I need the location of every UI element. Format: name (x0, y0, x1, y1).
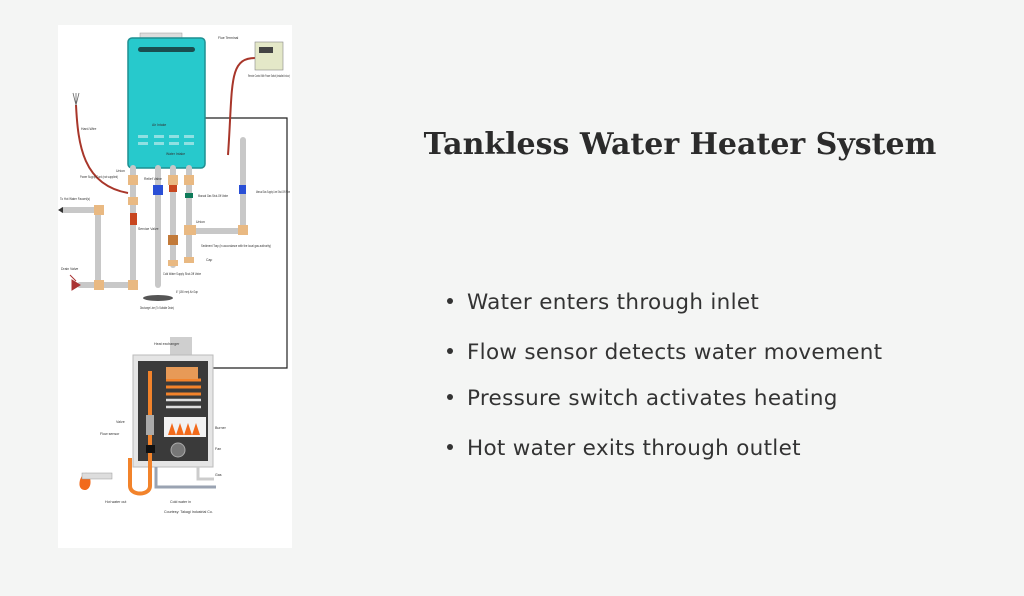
cold-supply-valve-icon (169, 185, 177, 192)
flue-vent (138, 47, 195, 52)
flame-icon (168, 423, 200, 435)
fittings (94, 175, 248, 290)
label-manual-gas: Manual Gas Shut-Off Valve (198, 194, 228, 198)
bullet-item: Flow sensor detects water movement (447, 340, 882, 365)
label-union: Union (116, 169, 125, 173)
slide-title: Tankless Water Heater System (423, 127, 937, 162)
hot-water-pipe (128, 371, 152, 496)
exhaust-flue (170, 337, 192, 357)
bullet-text: Water enters through inlet (467, 290, 760, 315)
heater-unit (127, 37, 206, 169)
label-relief: Relief Valve (144, 177, 162, 181)
service-valve-icon (130, 213, 137, 225)
drain-valve-icon (69, 274, 81, 291)
bullet-item: Water enters through inlet (447, 290, 759, 315)
label-air-intake: Air Intake (152, 123, 166, 127)
label-to-hot: To Hot Water Faucet(s) (60, 197, 90, 201)
label-valve: Valve (116, 420, 125, 424)
remote-control (254, 41, 284, 71)
drain-pan (143, 295, 173, 301)
label-power-cord: Power Supply Cord (not supplied) (80, 175, 118, 179)
bullet-text: Flow sensor detects water movement (467, 340, 883, 365)
label-hard-wire: Hard-Wire (81, 127, 97, 131)
bullet-item: Pressure switch activates heating (447, 386, 838, 411)
control-cable (205, 117, 288, 369)
gas-supply-valve-icon (239, 185, 246, 194)
label-service: Service Valve (138, 227, 159, 231)
label-flow-sensor: Flow sensor (100, 432, 120, 436)
label-cap: Cap (206, 258, 212, 262)
relief-valve-icon (153, 185, 163, 195)
label-cold-supply: Cold Water Supply Shut-Off Valve (163, 272, 201, 276)
bullet-dot (447, 444, 453, 450)
water-heater-diagram: Flue Terminal Remote Control With Power … (58, 25, 292, 548)
label-gas: Gas (215, 473, 222, 477)
label-hot-out: Hot water out (105, 500, 126, 504)
label-cold-in: Cold water in (170, 500, 191, 504)
wire-ends-icon (72, 92, 80, 106)
remote-wire (227, 57, 256, 156)
label-sediment: Sediment Trap (in accordance with the lo… (201, 244, 271, 248)
air-intake-grille (138, 135, 194, 145)
label-flue: Flue Terminal (218, 36, 239, 40)
bullet-dot (447, 298, 453, 304)
valve-icon (146, 415, 154, 435)
bullet-text: Hot water exits through outlet (467, 436, 801, 461)
strainer-icon (168, 235, 178, 245)
label-heat-exchanger: Heat exchanger (154, 342, 180, 346)
label-courtesy: Courtesy: Takagi Industrial Co. (164, 510, 213, 514)
bullet-dot (447, 348, 453, 354)
gas-pipe (196, 467, 214, 481)
heat-exchanger-coils (166, 378, 201, 396)
bullet-item: Hot water exits through outlet (447, 436, 801, 461)
label-union-2: Union (196, 220, 205, 224)
fan-icon (170, 442, 186, 458)
arrow-icon (58, 207, 63, 213)
label-remote: Remote Control With Power Switch (Instal… (248, 74, 290, 78)
gas-valve-icon (185, 193, 193, 198)
cold-coils (166, 398, 201, 409)
diagram-svg: Flue Terminal Remote Control With Power … (58, 32, 290, 514)
cold-water-pipe (154, 467, 216, 489)
label-discharge: Discharge Line (To Suitable Drain) (140, 306, 174, 310)
label-air-gap: 6" (150 mm) Air Gap (176, 290, 198, 294)
label-water-inlet: Water Intake (166, 152, 185, 156)
bullet-dot (447, 394, 453, 400)
heat-exchanger (166, 367, 198, 379)
label-fan: Fan (215, 447, 221, 451)
faucet-icon (81, 472, 113, 480)
label-drain: Drain Valve (61, 267, 78, 271)
remote-display (259, 47, 273, 53)
label-burner: Burner (215, 426, 227, 430)
bullet-text: Pressure switch activates heating (467, 386, 838, 411)
label-gas-supply: Manual Gas Supply Line Shut-Off Valve (256, 190, 290, 194)
flow-sensor-icon (146, 445, 155, 453)
hard-wire (75, 104, 129, 194)
